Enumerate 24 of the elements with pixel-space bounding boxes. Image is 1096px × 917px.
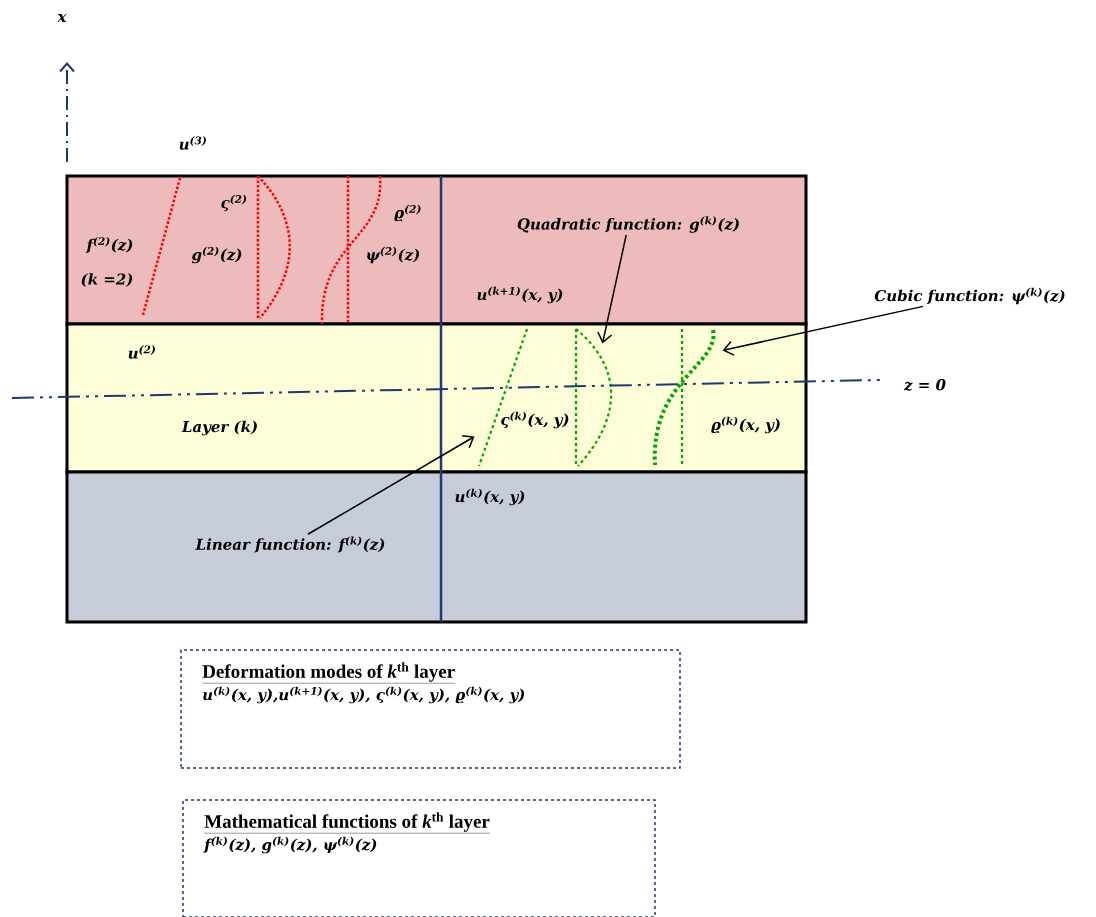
math-label: u$^{(k)}$(x, y) <box>455 488 525 506</box>
dashed-text-box: Deformation modes of k$^{th}$ layer u$^{(k)}$(x, y),u$^{(k+1)}$(x, y), ς$^{(k)}$(x, y), ϱ$^{(k)}$(x, y) <box>180 649 681 769</box>
annotation-label: Cubic function: ψ$^{(k)}$(z) <box>874 287 1065 305</box>
dashed-text-box: Mathematical functions of k$^{th}$ layer f$^{(k)}$(z), g$^{(k)}$(z), ψ$^{(k)}$(z) <box>182 799 656 917</box>
math-label: u$^{(2)}$ <box>128 345 155 359</box>
math-label: u$^{(3)}$ <box>179 136 206 150</box>
layer-band <box>65 470 808 624</box>
arrow <box>307 434 475 535</box>
math-label: ς$^{(2)}$ <box>221 194 247 212</box>
arrow <box>722 305 924 356</box>
arrow <box>597 234 627 344</box>
math-label: f$^{(2)}$(z) <box>85 237 133 254</box>
math-label: Layer (k) <box>181 420 257 436</box>
math-label: ϱ$^{(k)}$(x, y) <box>711 416 780 434</box>
math-label: ψ$^{(2)}$(z) <box>367 246 420 264</box>
math-label: x <box>57 14 67 22</box>
math-label: ϱ$^{(2)}$ <box>394 204 421 222</box>
annotation-label: Linear function: f$^{(k)}$(z) <box>195 536 385 553</box>
math-label: ς$^{(k)}$(x, y) <box>501 411 569 429</box>
math-label: g$^{(2)}$(z) <box>191 246 242 264</box>
math-label: u$^{(k+1)}$(x, y) <box>477 286 563 304</box>
annotation-label: Quadratic function: g$^{(k)}$(z) <box>517 216 739 233</box>
math-label: (k =2) <box>81 273 133 287</box>
math-label: z = 0 <box>903 379 946 391</box>
